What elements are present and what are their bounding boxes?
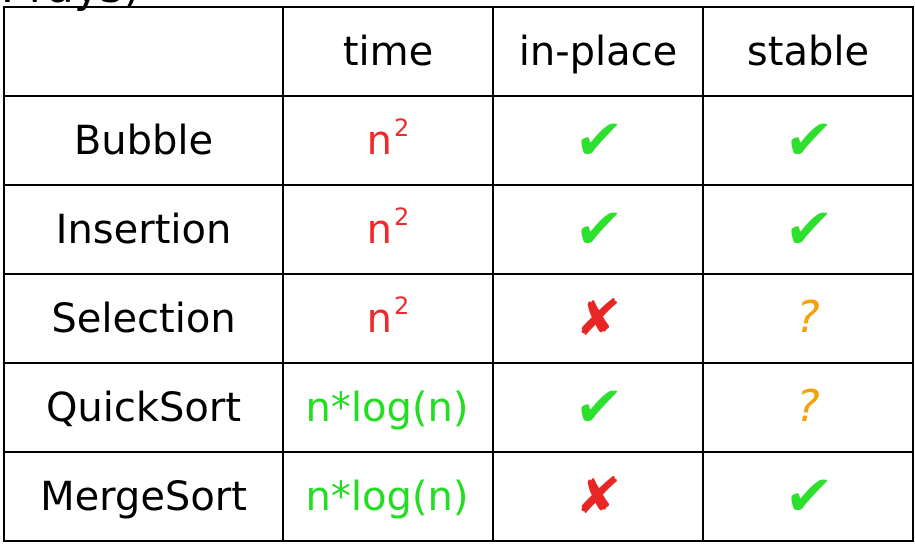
- time-complexity: n2: [366, 202, 410, 253]
- in-place-cell: ✘: [492, 273, 704, 364]
- time-complexity-cell: n2: [282, 184, 494, 275]
- check-mark-icon: ✔: [571, 107, 625, 173]
- clipped-header-text: : rays): [0, 0, 140, 12]
- cross-mark-icon: ✘: [572, 288, 624, 347]
- in-place-cell: ✔: [492, 184, 704, 275]
- table-header-row: time in-place stable: [3, 6, 914, 97]
- algorithm-name: Bubble: [3, 95, 284, 186]
- time-complexity: n2: [366, 291, 410, 342]
- algorithm-name: MergeSort: [3, 451, 284, 542]
- time-complexity: n*log(n): [305, 384, 469, 431]
- algorithm-name: QuickSort: [3, 362, 284, 453]
- algorithm-name: Insertion: [3, 184, 284, 275]
- sorting-comparison-table: time in-place stable Bubble n2 ✔ ✔ Inser…: [3, 6, 914, 542]
- table-row: Selection n2 ✘ ?: [3, 273, 914, 364]
- algorithm-name: Selection: [3, 273, 284, 364]
- stable-cell: ✔: [702, 95, 914, 186]
- check-mark-icon: ✔: [571, 374, 625, 440]
- in-place-cell: ✔: [492, 95, 704, 186]
- in-place-cell: ✘: [492, 451, 704, 542]
- check-mark-icon: ✔: [781, 196, 835, 262]
- time-complexity-cell: n2: [282, 273, 494, 364]
- time-complexity: n2: [366, 113, 410, 164]
- question-mark-icon: ?: [796, 380, 820, 432]
- table-row: QuickSort n*log(n) ✔ ?: [3, 362, 914, 453]
- check-mark-icon: ✔: [781, 463, 835, 529]
- check-mark-icon: ✔: [781, 107, 835, 173]
- header-cell-empty: [3, 6, 284, 97]
- stable-cell: ?: [702, 362, 914, 453]
- table-row: Bubble n2 ✔ ✔: [3, 95, 914, 186]
- header-cell-in-place: in-place: [492, 6, 704, 97]
- stable-cell: ?: [702, 273, 914, 364]
- time-complexity-cell: n2: [282, 95, 494, 186]
- question-mark-icon: ?: [796, 291, 820, 343]
- table-row: MergeSort n*log(n) ✘ ✔: [3, 451, 914, 542]
- cross-mark-icon: ✘: [572, 466, 624, 525]
- in-place-cell: ✔: [492, 362, 704, 453]
- time-complexity-cell: n*log(n): [282, 451, 494, 542]
- header-cell-time: time: [282, 6, 494, 97]
- table-row: Insertion n2 ✔ ✔: [3, 184, 914, 275]
- stable-cell: ✔: [702, 184, 914, 275]
- header-cell-stable: stable: [702, 6, 914, 97]
- check-mark-icon: ✔: [571, 196, 625, 262]
- stable-cell: ✔: [702, 451, 914, 542]
- time-complexity-cell: n*log(n): [282, 362, 494, 453]
- time-complexity: n*log(n): [305, 473, 469, 520]
